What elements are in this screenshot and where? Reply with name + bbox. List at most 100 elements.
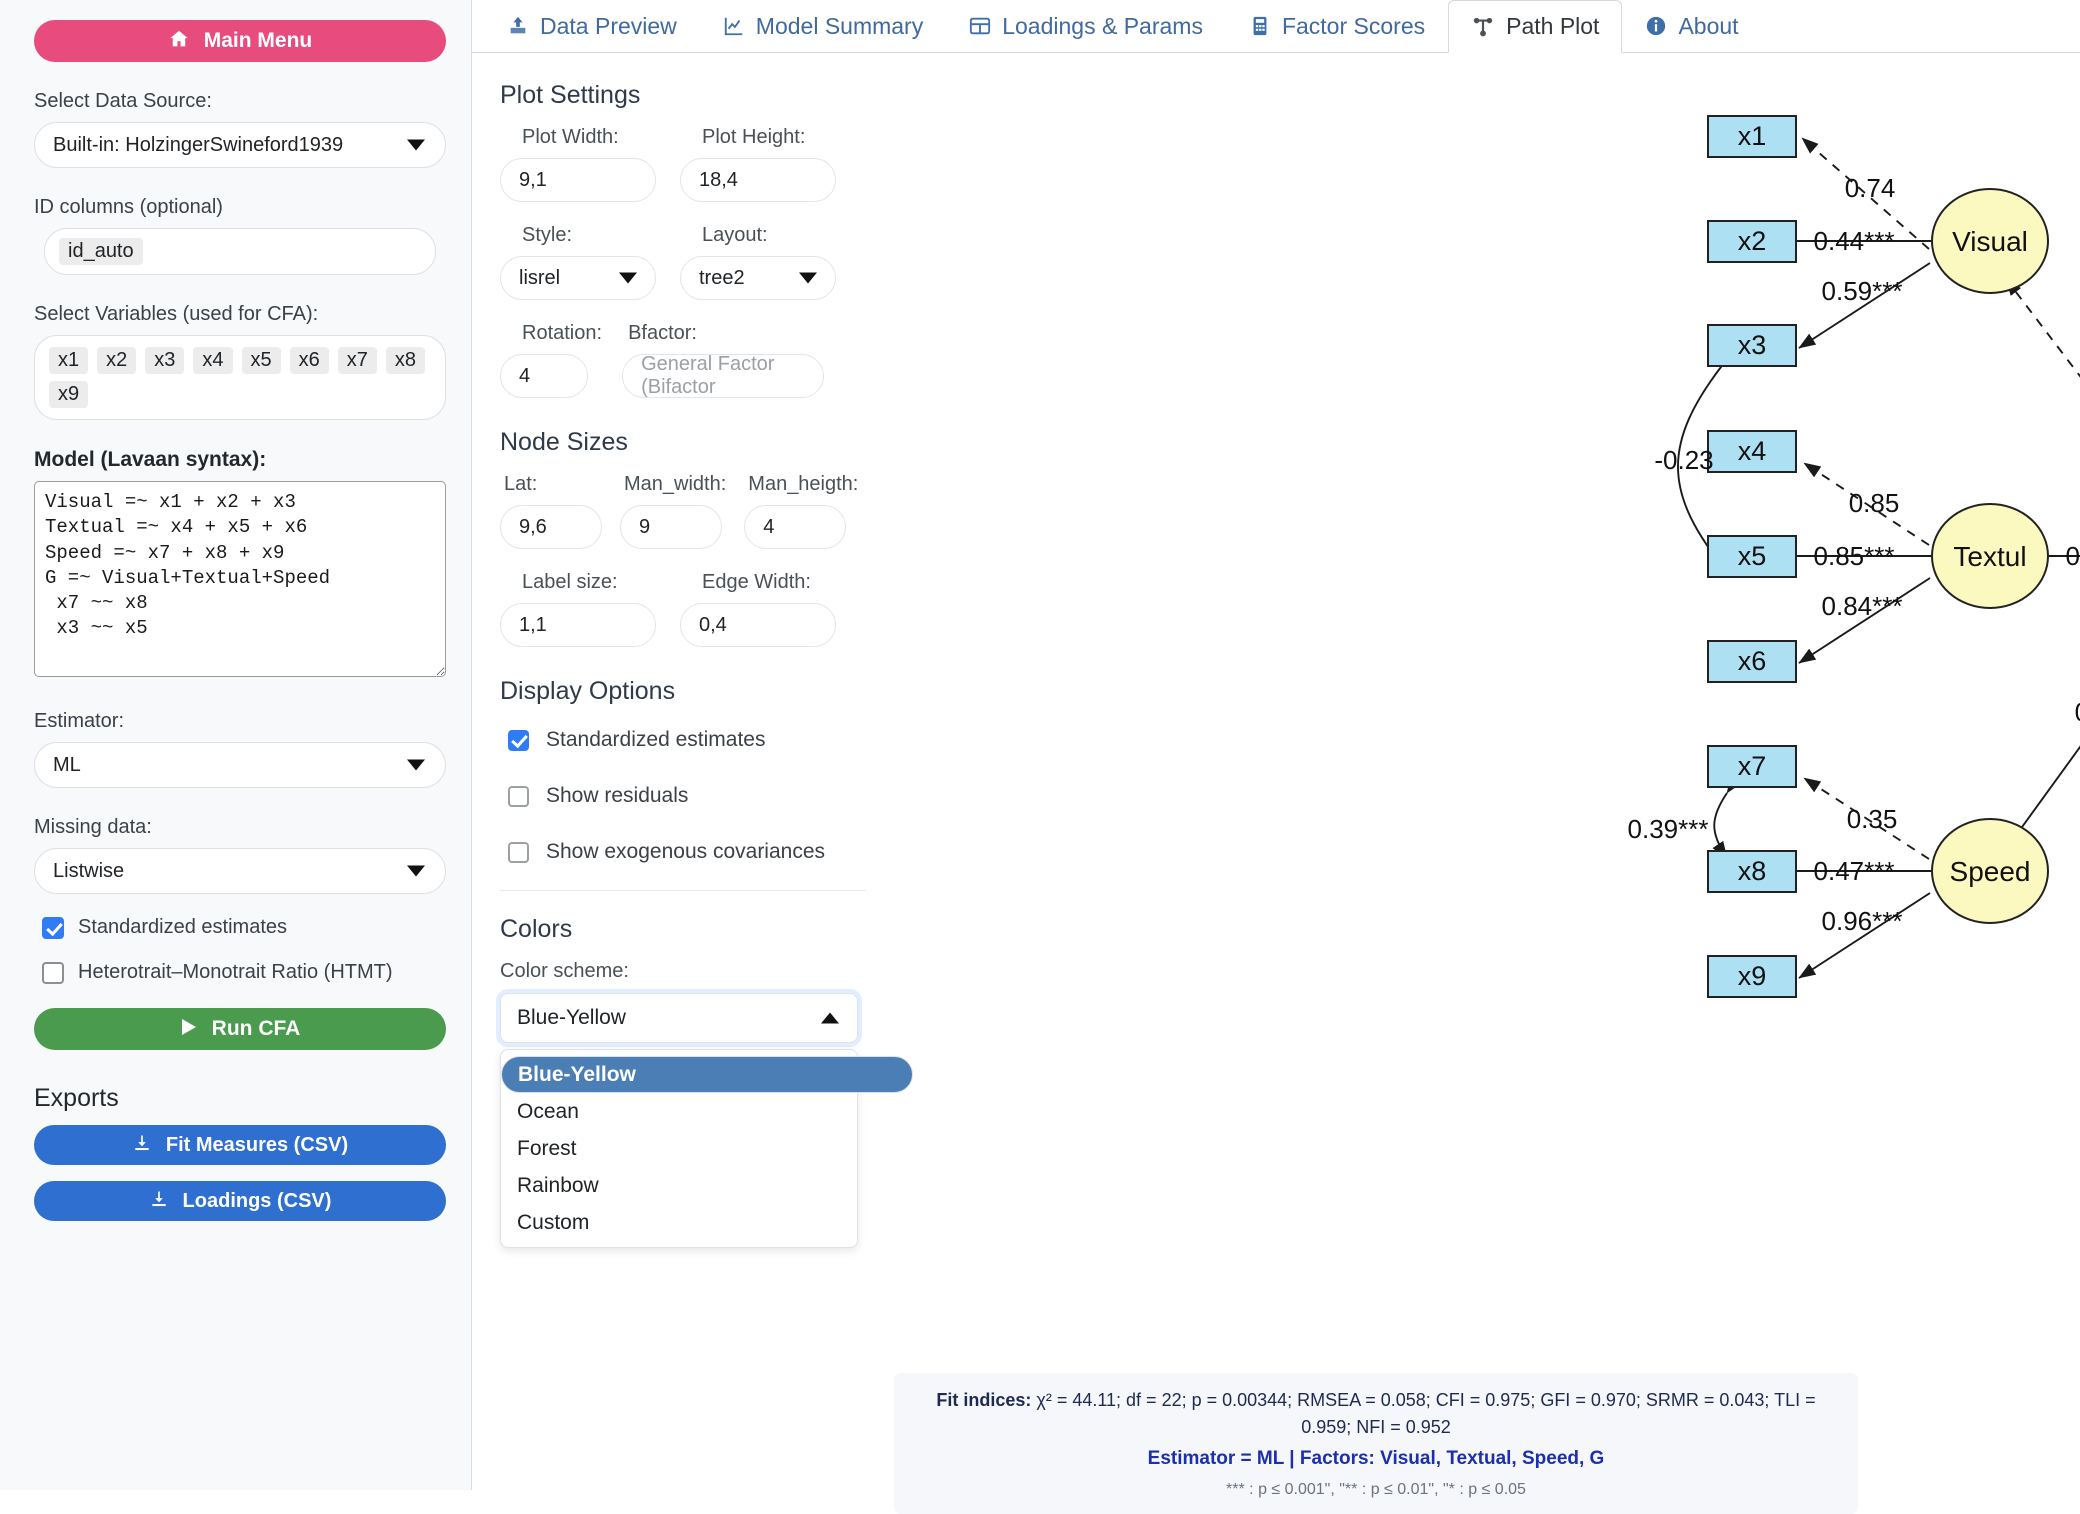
sidebar-htmt-checkbox[interactable]: Heterotrait–Monotrait Ratio (HTMT): [42, 961, 447, 984]
sidebar-standardized-checkbox[interactable]: Standardized estimates: [42, 916, 447, 939]
tab-model-summary[interactable]: Model Summary: [700, 0, 946, 52]
rotation-label: Rotation:: [522, 322, 603, 344]
layout-select[interactable]: tree2: [680, 256, 836, 300]
tab-label: Loadings & Params: [1002, 12, 1203, 39]
man-width-input[interactable]: 9: [620, 505, 722, 549]
run-cfa-label: Run CFA: [211, 1017, 301, 1040]
latent-node-visual: Visual: [1931, 188, 2049, 294]
color-scheme-label: Color scheme:: [500, 960, 629, 982]
info-icon: [1645, 15, 1667, 37]
manifest-node-x6: x6: [1707, 640, 1797, 683]
tab-loadings-params[interactable]: Loadings & Params: [946, 0, 1226, 52]
line-chart-icon: [723, 15, 745, 37]
export-loadings-button[interactable]: Loadings (CSV): [34, 1181, 446, 1221]
color-scheme-option-ocean[interactable]: Ocean: [517, 1099, 579, 1123]
token[interactable]: x6: [289, 347, 329, 374]
tab-bar: Data Preview Model Summary Loadings & Pa…: [472, 0, 2080, 53]
latent-nodes: Visual Textul Speed G: [1931, 188, 2049, 924]
main-menu-button[interactable]: Main Menu: [34, 20, 446, 62]
token[interactable]: id_auto: [59, 238, 143, 265]
style-select[interactable]: lisrel: [500, 256, 656, 300]
chevron-down-icon: [407, 139, 425, 151]
checkbox-box[interactable]: [508, 841, 529, 863]
plot-height-input[interactable]: 18,4: [680, 158, 836, 202]
data-source-select[interactable]: Built-in: HolzingerSwineford1939: [34, 122, 446, 168]
plot-width-label: Plot Width:: [522, 126, 619, 148]
token[interactable]: x7: [337, 347, 377, 374]
rotation-input[interactable]: 4: [500, 354, 588, 398]
fit-indices-line1: Fit indices: χ² = 44.11; df = 22; p = 0.…: [914, 1387, 1838, 1441]
tab-about[interactable]: About: [1622, 0, 1761, 52]
bfactor-label: Bfactor:: [628, 322, 697, 344]
style-field: Style: lisrel: [500, 224, 656, 300]
edge-width-input[interactable]: 0,4: [680, 603, 836, 647]
model-syntax-textarea[interactable]: Visual =~ x1 + x2 + x3 Textual =~ x4 + x…: [34, 481, 446, 677]
color-scheme-option-custom[interactable]: Custom: [517, 1210, 590, 1234]
lat-field: Lat: 9,6: [500, 473, 602, 549]
checkbox-box[interactable]: [42, 961, 64, 984]
token[interactable]: x3: [145, 347, 185, 374]
edge-label-g-textual: 0.49***: [2066, 541, 2080, 571]
color-scheme-select[interactable]: Blue-Yellow: [500, 993, 858, 1043]
manifest-node-x2: x2: [1707, 220, 1797, 263]
tab-factor-scores[interactable]: Factor Scores: [1226, 0, 1448, 52]
variables-label: Select Variables (used for CFA):: [34, 303, 319, 325]
fit-indices-label: Fit indices:: [936, 1390, 1032, 1410]
manifest-nodes: x1 x2 x3 x4 x5 x6 x7 x8 x9: [1707, 115, 1797, 998]
checkbox-box[interactable]: [508, 785, 529, 807]
token[interactable]: x9: [49, 381, 89, 408]
id-columns-input[interactable]: id_auto: [44, 228, 436, 275]
token[interactable]: x1: [49, 347, 89, 374]
run-cfa-button[interactable]: Run CFA: [34, 1008, 446, 1050]
label-size-field: Label size: 1,1: [500, 571, 656, 647]
edge-label-visual-x3: 0.59***: [1822, 276, 1903, 306]
color-scheme-option-rainbow[interactable]: Rainbow: [517, 1173, 599, 1197]
missing-data-label: Missing data:: [34, 816, 152, 838]
tab-path-plot[interactable]: Path Plot: [1448, 0, 1623, 53]
home-icon: [168, 28, 190, 54]
checkbox-box[interactable]: [42, 916, 64, 939]
token[interactable]: x5: [241, 347, 281, 374]
plot-settings-panel: Plot Settings Plot Width: 9,1 Plot Heigh…: [472, 53, 913, 1490]
manifest-node-x5: x5: [1707, 535, 1797, 578]
plot-width-input[interactable]: 9,1: [500, 158, 656, 202]
bfactor-field: Bfactor: General Factor (Bifactor: [622, 322, 825, 398]
label-size-input[interactable]: 1,1: [500, 603, 656, 647]
token[interactable]: x8: [385, 347, 425, 374]
tab-label: Model Summary: [755, 12, 924, 39]
tab-data-preview[interactable]: Data Preview: [484, 0, 700, 52]
node-label: x9: [1738, 961, 1767, 991]
fit-indices-box: Fit indices: χ² = 44.11; df = 22; p = 0.…: [894, 1373, 1858, 1514]
edge-width-label: Edge Width:: [702, 571, 811, 593]
node-label: x4: [1738, 436, 1767, 466]
color-scheme-option-blue-yellow[interactable]: Blue-Yellow: [501, 1056, 913, 1093]
data-source-value: Built-in: HolzingerSwineford1939: [53, 133, 344, 156]
display-option-exogenous-covariances[interactable]: Show exogenous covariances: [508, 840, 848, 864]
color-scheme-value: Blue-Yellow: [517, 1006, 626, 1029]
chevron-down-icon: [407, 759, 425, 771]
node-sizes-header: Node Sizes: [500, 428, 628, 456]
sidebar: Main Menu Select Data Source: Built-in: …: [0, 0, 472, 1490]
lat-input[interactable]: 9,6: [500, 505, 602, 549]
fit-estimator-line: Estimator = ML | Factors: Visual, Textua…: [1147, 1448, 1605, 1469]
estimator-select[interactable]: ML: [34, 742, 446, 788]
color-scheme-option-forest[interactable]: Forest: [517, 1136, 577, 1160]
man-height-input[interactable]: 4: [744, 505, 847, 549]
display-option-standardized[interactable]: Standardized estimates: [508, 728, 848, 752]
display-option-residuals[interactable]: Show residuals: [508, 784, 848, 808]
export-fit-measures-button[interactable]: Fit Measures (CSV): [34, 1125, 446, 1165]
settings-divider: [500, 890, 866, 891]
export-fit-measures-label: Fit Measures (CSV): [165, 1133, 349, 1156]
variables-input[interactable]: x1 x2 x3 x4 x5 x6 x7 x8 x9: [34, 335, 446, 420]
layout-value: tree2: [699, 266, 745, 289]
bfactor-input[interactable]: General Factor (Bifactor: [622, 353, 825, 398]
manifest-node-x9: x9: [1707, 955, 1797, 998]
plot-height-field: Plot Height: 18,4: [680, 126, 836, 202]
checkbox-box[interactable]: [508, 729, 529, 751]
color-scheme-dropdown: Blue-Yellow Blue-Yellow Ocean Forest Rai…: [500, 993, 913, 1248]
token[interactable]: x2: [97, 347, 137, 374]
missing-data-select[interactable]: Listwise: [34, 848, 446, 894]
token[interactable]: x4: [193, 347, 233, 374]
estimator-value: ML: [53, 753, 81, 776]
path-plot-area: x1 x2 x3 x4 x5 x6 x7 x8 x9 Visual Textul: [872, 53, 2080, 1514]
